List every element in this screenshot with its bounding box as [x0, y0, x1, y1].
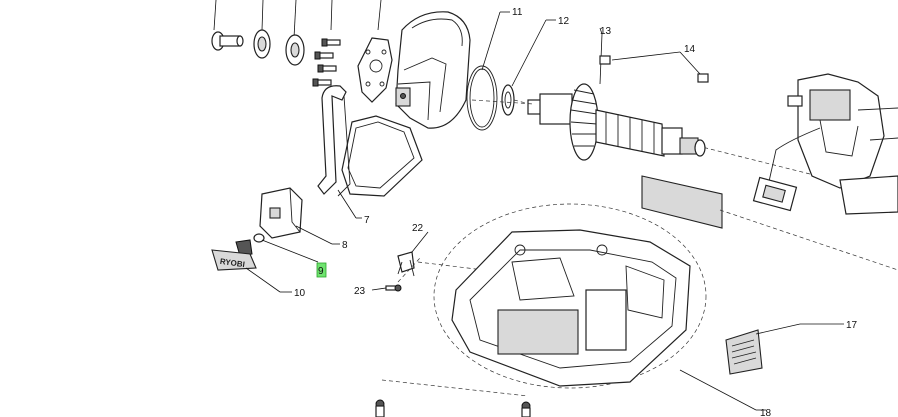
screw-set — [312, 38, 341, 87]
callout-14: 14 — [611, 44, 701, 75]
callout-10: 10 — [245, 267, 306, 299]
callout-23-label: 23 — [354, 286, 366, 297]
callout-13-label: 13 — [600, 26, 612, 37]
knob-10: RYOBI — [211, 239, 257, 271]
callout-14-label: 14 — [684, 44, 696, 55]
callout-17: 17 — [755, 320, 858, 335]
callout-11-label: 11 — [512, 7, 523, 18]
top-washer-group — [211, 0, 393, 103]
bottom-screws — [375, 379, 531, 417]
clip-22 — [397, 251, 415, 277]
screw-23 — [385, 284, 402, 292]
callout-22: 22 — [411, 223, 429, 253]
callout-23: 23 — [354, 286, 387, 297]
washer-12 — [501, 84, 515, 116]
callout-12-label: 12 — [558, 16, 570, 27]
label-plate — [641, 175, 723, 229]
callout-9-label: 9 — [318, 266, 324, 277]
ryobi-logo: RYOBI — [219, 257, 245, 269]
callout-10-label: 10 — [294, 288, 306, 299]
callout-8: 8 — [295, 225, 348, 251]
callout-8-label: 8 — [342, 240, 348, 251]
callout-18-label: 18 — [760, 408, 772, 417]
label-17 — [725, 329, 763, 375]
switch-assembly — [752, 73, 898, 215]
bracket-8 — [259, 187, 303, 239]
callout-12: 12 — [511, 16, 570, 87]
callout-17-label: 17 — [846, 320, 858, 331]
callout-11: 11 — [481, 7, 523, 71]
fan-housing — [395, 11, 471, 129]
callout-7-label: 7 — [364, 215, 370, 226]
callout-9-highlight — [316, 262, 327, 278]
callout-9: 9 — [261, 239, 327, 278]
callout-7: 7 — [337, 189, 370, 226]
brush-set — [599, 55, 709, 83]
handle-frame — [317, 85, 423, 197]
housing-group-outline — [433, 203, 707, 389]
callout-13: 13 — [599, 26, 612, 85]
callout-18: 18 — [679, 369, 772, 417]
callout-22-label: 22 — [412, 223, 424, 234]
ring-9 — [253, 233, 265, 243]
base-housing — [451, 229, 691, 387]
o-ring — [466, 65, 498, 131]
